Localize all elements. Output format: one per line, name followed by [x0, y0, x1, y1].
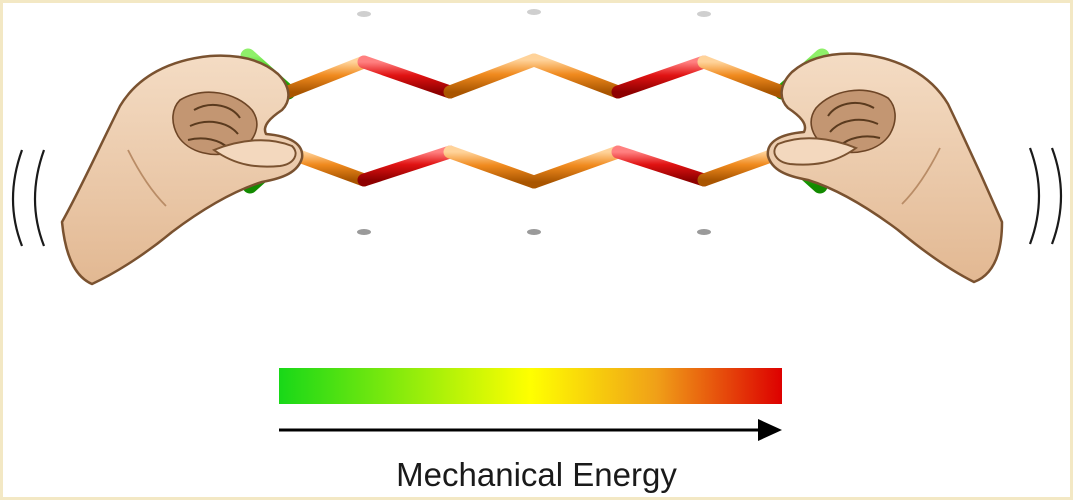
bond-top-6 [697, 55, 789, 99]
bond-bottom-2 [357, 145, 457, 187]
motion-lines-left-icon [11, 149, 46, 247]
energy-gradient-bar [279, 368, 782, 404]
hand-pulling-left-icon [60, 54, 304, 286]
motion-lines-right-icon [1028, 147, 1063, 245]
bond-bottom-5 [611, 145, 711, 187]
energy-arrow [279, 419, 782, 441]
bond-top-3 [443, 53, 541, 99]
hand-pulling-right-icon [766, 52, 1004, 284]
bond-top-2 [357, 55, 457, 99]
bond-bottom-4 [527, 145, 625, 189]
energy-axis-label: Mechanical Energy [396, 456, 677, 493]
bond-top-4 [527, 53, 625, 99]
bond-bottom-3 [443, 145, 541, 189]
molecule-bonds [240, 4, 830, 240]
bond-top-1 [281, 55, 371, 99]
bond-top-5 [611, 55, 711, 99]
